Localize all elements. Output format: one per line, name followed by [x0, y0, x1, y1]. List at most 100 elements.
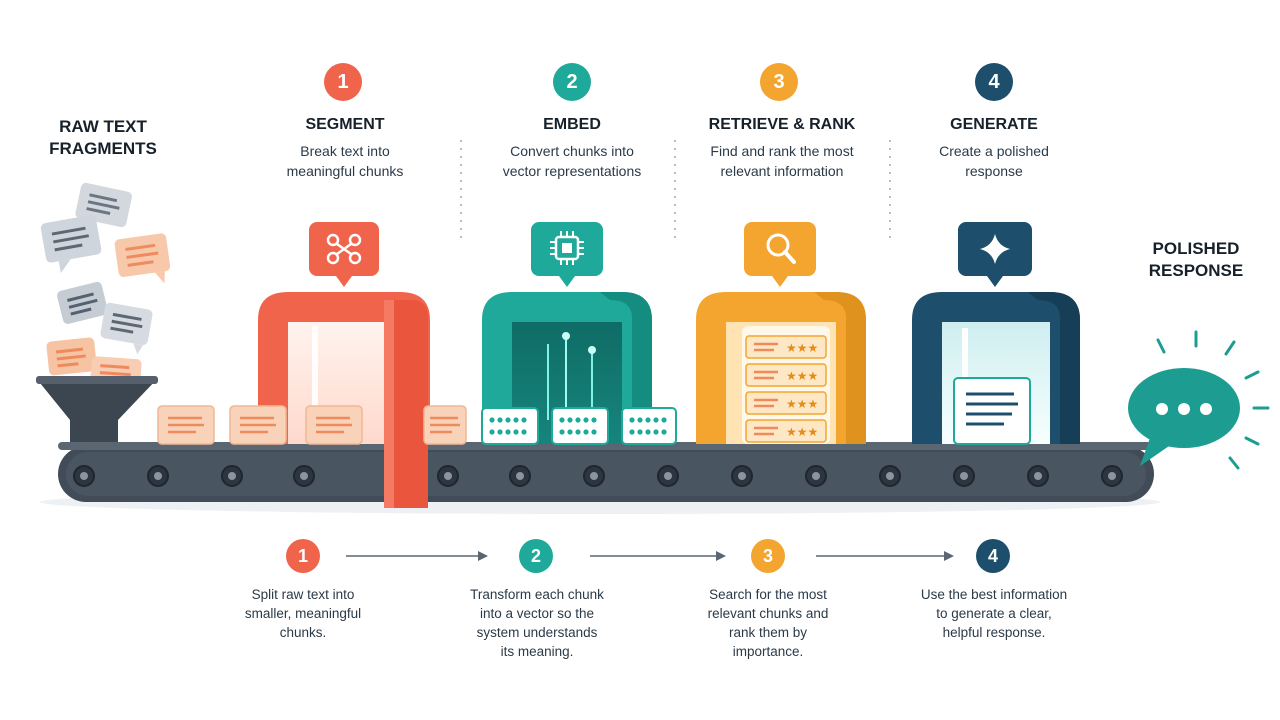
roller-hub: [812, 472, 820, 480]
roller-hub: [590, 472, 598, 480]
bottom-step-1-line: smaller, meaningful: [244, 606, 362, 621]
conveyor-roller: [953, 465, 975, 487]
conveyor-roller: [221, 465, 243, 487]
bottom-step-2-line: Transform each chunk: [470, 587, 604, 602]
conveyor-roller: [437, 465, 459, 487]
conveyor-rollers: [73, 465, 1123, 487]
fragment-bubble-orange: [46, 337, 97, 376]
bottom-step-4-description: Use the best information to generate a c…: [899, 585, 1089, 642]
roller-hub: [300, 472, 308, 480]
bottom-step-3-line: relevant chunks and: [707, 606, 829, 621]
conveyor-roller: [293, 465, 315, 487]
stage-1-description: Break text into meaningful chunks: [245, 141, 445, 181]
roller-hub: [738, 472, 746, 480]
ranked-results-stack: ★★★ ★★★ ★★★ ★★★: [745, 335, 827, 443]
stage-2-description: Convert chunks into vector representatio…: [472, 141, 672, 181]
svg-text:★★★: ★★★: [786, 341, 818, 355]
stage-4-description: Create a polished response: [894, 141, 1094, 181]
stage-4-desc-line1: Create a polished: [939, 143, 1049, 159]
bottom-step-4-line: Use the best information: [920, 587, 1068, 602]
text-chunk: [229, 405, 287, 445]
bottom-step-3-number: 3: [751, 539, 785, 573]
ranked-result: ★★★: [745, 419, 827, 443]
bottom-step-4-number: 4: [976, 539, 1010, 573]
stage-1-desc-line2: meaningful chunks: [286, 163, 404, 179]
bottom-step-3-description: Search for the most relevant chunks and …: [673, 585, 863, 661]
stage-2-desc-line2: vector representations: [502, 163, 642, 179]
conveyor-belt: [58, 442, 1154, 502]
conveyor-roller: [879, 465, 901, 487]
text-chunk: [157, 405, 215, 445]
ranked-result: ★★★: [745, 335, 827, 359]
svg-text:★★★: ★★★: [786, 425, 818, 439]
bottom-step-3-line: Search for the most: [709, 587, 827, 602]
stage-3-desc-line1: Find and rank the most: [710, 143, 854, 159]
stage-2-title: EMBED: [543, 116, 601, 133]
conveyor-roller: [147, 465, 169, 487]
bottom-step-2-line: into a vector so the: [479, 606, 595, 621]
ranked-result: ★★★: [745, 363, 827, 387]
roller-hub: [664, 472, 672, 480]
stage-3-number: 3: [760, 63, 798, 101]
conveyor-roller: [1027, 465, 1049, 487]
roller-hub: [1108, 472, 1116, 480]
generate-gate: [912, 292, 1080, 444]
bottom-step-2-line: system understands: [476, 625, 598, 640]
polished-response-label: POLISHED RESPONSE: [1128, 238, 1264, 282]
raw-label-line1: RAW TEXT: [59, 117, 147, 136]
raw-label-line2: FRAGMENTS: [49, 139, 157, 158]
scissors-icon: [309, 222, 379, 287]
polished-label-line1: POLISHED: [1152, 239, 1240, 258]
chat-bubble-icon: [1128, 368, 1240, 466]
bottom-step-1-line: chunks.: [279, 625, 327, 640]
raw-fragments-pile: [40, 182, 171, 386]
bottom-step-2-number: 2: [519, 539, 553, 573]
conveyor-roller: [583, 465, 605, 487]
svg-text:★★★: ★★★: [786, 397, 818, 411]
conveyor-roller: [73, 465, 95, 487]
fragment-bubble-gray: [40, 215, 102, 274]
bottom-step-4-line: to generate a clear,: [936, 606, 1052, 621]
roller-hub: [228, 472, 236, 480]
text-chunk: [305, 405, 363, 445]
chip-icon: [531, 222, 603, 287]
roller-hub: [154, 472, 162, 480]
conveyor-roller: [805, 465, 827, 487]
bottom-step-2-description: Transform each chunk into a vector so th…: [442, 585, 632, 661]
vector-block: [551, 407, 609, 445]
stage-1-title: SEGMENT: [305, 116, 385, 133]
svg-text:★★★: ★★★: [786, 369, 818, 383]
fragment-bubble-gray: [57, 281, 108, 324]
stage-1-desc-line1: Break text into: [300, 143, 390, 159]
vector-block: [481, 407, 539, 445]
fragment-bubble-orange: [114, 233, 171, 284]
fragment-bubble-orange: [90, 356, 142, 386]
stage-4-desc-line2: response: [965, 163, 1023, 179]
input-hopper: [36, 376, 158, 450]
embed-gate: [482, 292, 652, 444]
polished-label-line2: RESPONSE: [1148, 261, 1244, 280]
roller-hub: [886, 472, 894, 480]
roller-hub: [1034, 472, 1042, 480]
stage-4-number: 4: [975, 63, 1013, 101]
stage-2-number: 2: [553, 63, 591, 101]
conveyor-roller: [1101, 465, 1123, 487]
radiance-lines: [1156, 330, 1270, 470]
bottom-step-1-description: Split raw text into smaller, meaningful …: [208, 585, 398, 642]
bottom-step-3-line: rank them by: [728, 625, 808, 640]
bottom-step-1-line: Split raw text into: [251, 587, 355, 602]
roller-hub: [80, 472, 88, 480]
sparkle-icon: [958, 222, 1032, 287]
conveyor-roller: [731, 465, 753, 487]
stage-3-title: RETRIEVE & RANK: [708, 116, 856, 133]
roller-hub: [960, 472, 968, 480]
bottom-step-3-line: importance.: [732, 644, 804, 659]
roller-hub: [516, 472, 524, 480]
conveyor-shadow: [40, 490, 1160, 514]
raw-text-fragments-label: RAW TEXT FRAGMENTS: [28, 116, 178, 160]
bottom-flow-arrows: [346, 551, 954, 561]
conveyor-roller: [509, 465, 531, 487]
stage-3-description: Find and rank the most relevant informat…: [682, 141, 882, 181]
bottom-step-2-line: its meaning.: [500, 644, 574, 659]
bottom-step-1-number: 1: [286, 539, 320, 573]
